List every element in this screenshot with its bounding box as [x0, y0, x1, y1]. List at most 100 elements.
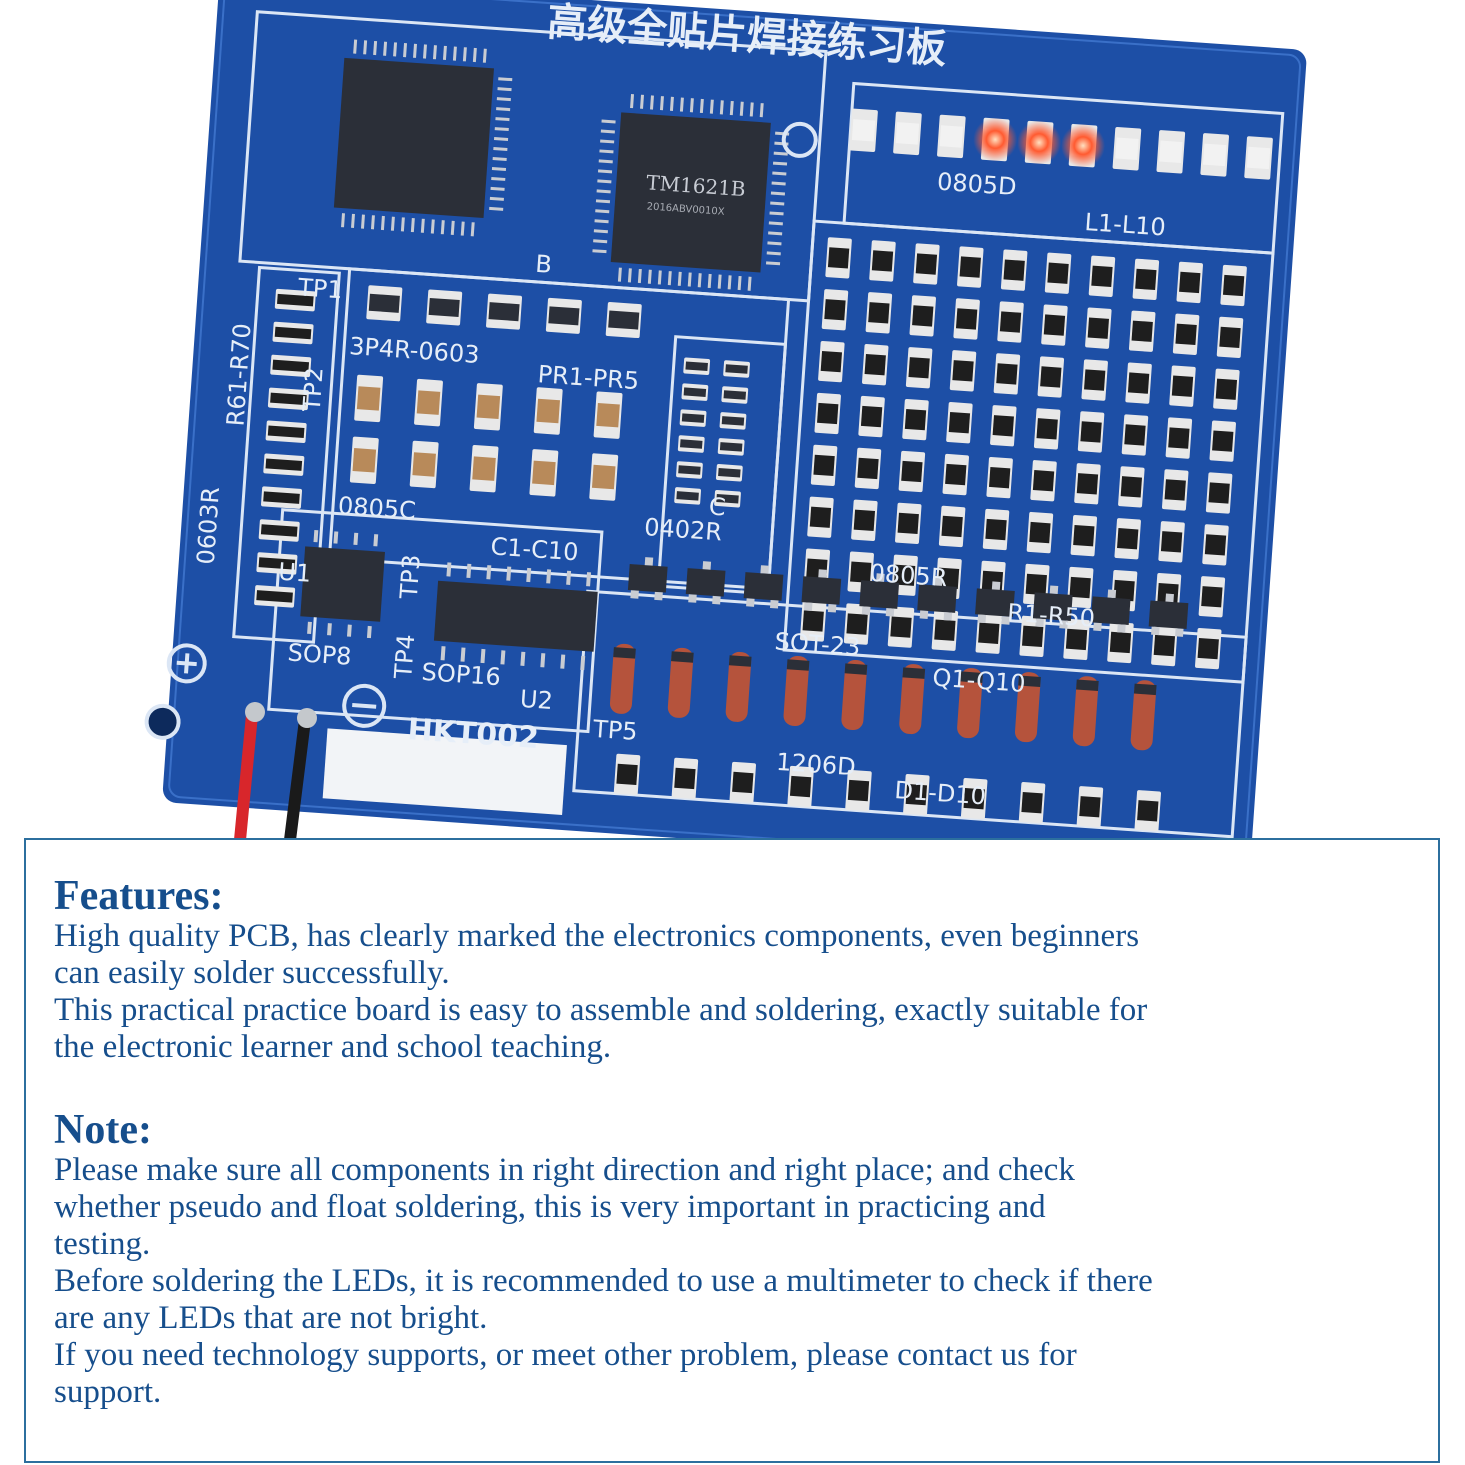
resistor — [814, 392, 841, 435]
resistor — [957, 246, 984, 288]
diode — [1014, 672, 1041, 743]
diode-row — [609, 643, 1157, 751]
resistor-array — [426, 289, 463, 326]
bottom-resistor-row — [613, 753, 1162, 832]
resistor-array — [366, 285, 403, 322]
capacitor — [593, 391, 623, 439]
small-resistor — [721, 386, 749, 404]
silk-label-c: C — [708, 492, 727, 521]
resistor — [1081, 359, 1108, 401]
resistor — [265, 420, 307, 443]
transistor — [801, 569, 842, 613]
silk-label-d1-d10: D1-D10 — [894, 776, 987, 810]
small-resistor — [715, 464, 743, 482]
resistor — [1220, 264, 1247, 307]
diode — [609, 643, 636, 714]
resistor — [887, 606, 915, 648]
resistor — [799, 600, 827, 642]
sot23-row — [627, 557, 1189, 637]
resistor — [1128, 310, 1156, 352]
silk-label-0805r: 0805R — [869, 559, 949, 592]
silk-label-q1-q10: Q1-Q10 — [932, 663, 1027, 697]
transistor — [975, 581, 1015, 625]
diode — [783, 655, 810, 726]
note-line: Please make sure all components in right… — [54, 1152, 1075, 1188]
resistor — [865, 292, 893, 334]
resistor-array — [545, 297, 582, 334]
resistor — [787, 765, 814, 808]
resistor-grid — [799, 237, 1247, 670]
resistor — [1172, 313, 1200, 355]
resistor — [845, 769, 872, 812]
transistor — [743, 565, 784, 609]
resistor — [1041, 304, 1068, 346]
silk-label-tp4: TP4 — [389, 633, 420, 680]
features-line: This practical practice board is easy to… — [54, 992, 1148, 1028]
pcb-photo: 高级全贴片焊接练习板 TM1621B 2016ABV0010X — [144, 0, 1307, 840]
resistor — [854, 447, 882, 490]
small-resistor — [717, 438, 745, 456]
capacitor — [589, 453, 619, 501]
small-resistor — [719, 412, 747, 430]
resistor — [1088, 255, 1116, 297]
silk-label-0805c: 0805C — [337, 492, 417, 525]
resistor — [1018, 782, 1046, 824]
silk-label-tp3: TP3 — [395, 553, 426, 600]
transistor — [1090, 589, 1131, 633]
features-line: can easily solder successfully. — [54, 955, 450, 991]
resistor — [825, 237, 852, 279]
note-text: Please make sure all components in right… — [54, 1152, 1424, 1411]
resistor — [1161, 469, 1189, 511]
resistor — [1044, 252, 1072, 294]
small-resistor — [677, 435, 705, 453]
power-wires — [234, 702, 317, 840]
sop16-chip — [433, 562, 598, 671]
led-glow — [1061, 123, 1106, 168]
silk-label-0805d: 0805D — [936, 168, 1017, 201]
silk-label-sop8: SOP8 — [287, 638, 353, 670]
capacitor — [469, 444, 499, 493]
resistor — [1169, 365, 1196, 407]
capacitor — [414, 378, 443, 427]
resistor — [1213, 368, 1240, 410]
silk-label-tp1: TP1 — [296, 273, 343, 304]
resistor — [1158, 521, 1185, 563]
resistor — [1151, 624, 1178, 667]
resistor — [671, 757, 699, 800]
transistor — [1148, 593, 1189, 637]
diode — [841, 660, 868, 731]
resistor — [982, 508, 1010, 551]
resistor — [960, 778, 988, 820]
capacitor-grid — [349, 285, 642, 501]
resistor — [953, 298, 980, 340]
capacitor — [349, 436, 379, 485]
label-patch — [322, 728, 567, 815]
resistor — [869, 240, 896, 282]
diode — [899, 664, 926, 735]
resistor — [1019, 615, 1046, 657]
resistor — [1026, 511, 1054, 554]
capacitor — [473, 383, 503, 431]
small-resistor — [674, 487, 702, 505]
resistor — [997, 301, 1024, 343]
features-heading: Features: — [54, 873, 224, 919]
resistor — [946, 402, 973, 444]
features-line: the electronic learner and school teachi… — [54, 1029, 612, 1065]
resistor — [821, 289, 849, 331]
chip-sublabel: 2016ABV0010X — [646, 201, 725, 217]
resistor — [913, 243, 940, 285]
features-section: Features: High quality PCB, has clearly … — [54, 874, 1424, 1066]
resistor — [1000, 249, 1028, 291]
resistor — [851, 499, 878, 541]
silk-label-b: B — [534, 250, 552, 279]
resistor — [938, 505, 966, 548]
small-resistor — [676, 461, 703, 479]
silk-label-tp5: TP5 — [591, 715, 638, 746]
resistor — [807, 496, 834, 538]
resistor — [1074, 463, 1101, 505]
transistor — [859, 573, 900, 617]
led-glow — [1017, 120, 1062, 165]
transistor — [685, 561, 726, 605]
0402-grid — [674, 357, 750, 508]
transistor — [917, 577, 957, 621]
